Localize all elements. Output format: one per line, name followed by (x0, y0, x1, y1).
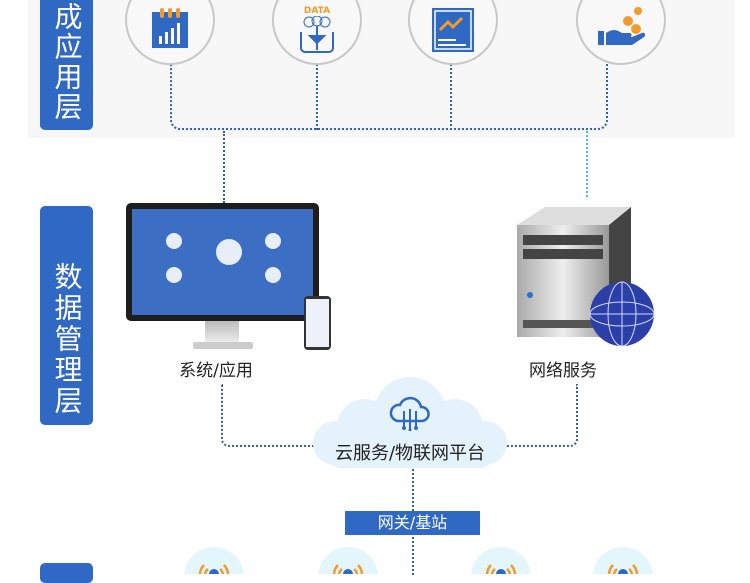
application-layer-label: 成应用层 (40, 0, 93, 130)
data-management-layer-label: 数据管理层 (40, 206, 93, 425)
connector-line (500, 384, 578, 447)
connector-lines (170, 64, 608, 130)
chart-calendar-icon (152, 8, 188, 48)
cloud-iot-icon (389, 396, 430, 431)
cloud-platform-label: 云服务/物联网平台 (334, 443, 486, 464)
cloud-shape (313, 377, 507, 468)
wifi-sensor-icon (593, 547, 653, 574)
connector-line (221, 384, 321, 447)
monitor-screen (132, 209, 313, 315)
wifi-sensor-icon (184, 547, 244, 574)
connector-line (223, 131, 225, 203)
monitor-base (193, 342, 253, 349)
connector-line (586, 131, 588, 197)
data-flow-icon (300, 16, 334, 53)
report-trend-icon (432, 8, 474, 52)
data-badge: DATA (303, 6, 331, 16)
connector-line (316, 64, 318, 130)
sensor-icons (184, 547, 653, 574)
monitor-stand (205, 321, 239, 343)
wifi-sensor-icon (471, 547, 531, 574)
connector-line (450, 64, 452, 130)
globe-icon (589, 281, 655, 347)
hand-coins-icon (598, 7, 646, 45)
network-service-label: 网络服务 (529, 361, 597, 381)
gateway-box: 网关/基站 (345, 511, 480, 535)
layer-label-text: 成应用层 (50, 2, 84, 122)
app-circle[interactable]: DATA (272, 0, 362, 65)
phone-image (304, 296, 331, 350)
layer-label-text: 数据管理层 (50, 262, 84, 417)
wifi-sensor-icon (318, 547, 378, 574)
monitor-image (126, 203, 319, 321)
system-app-label: 系统/应用 (179, 361, 253, 381)
